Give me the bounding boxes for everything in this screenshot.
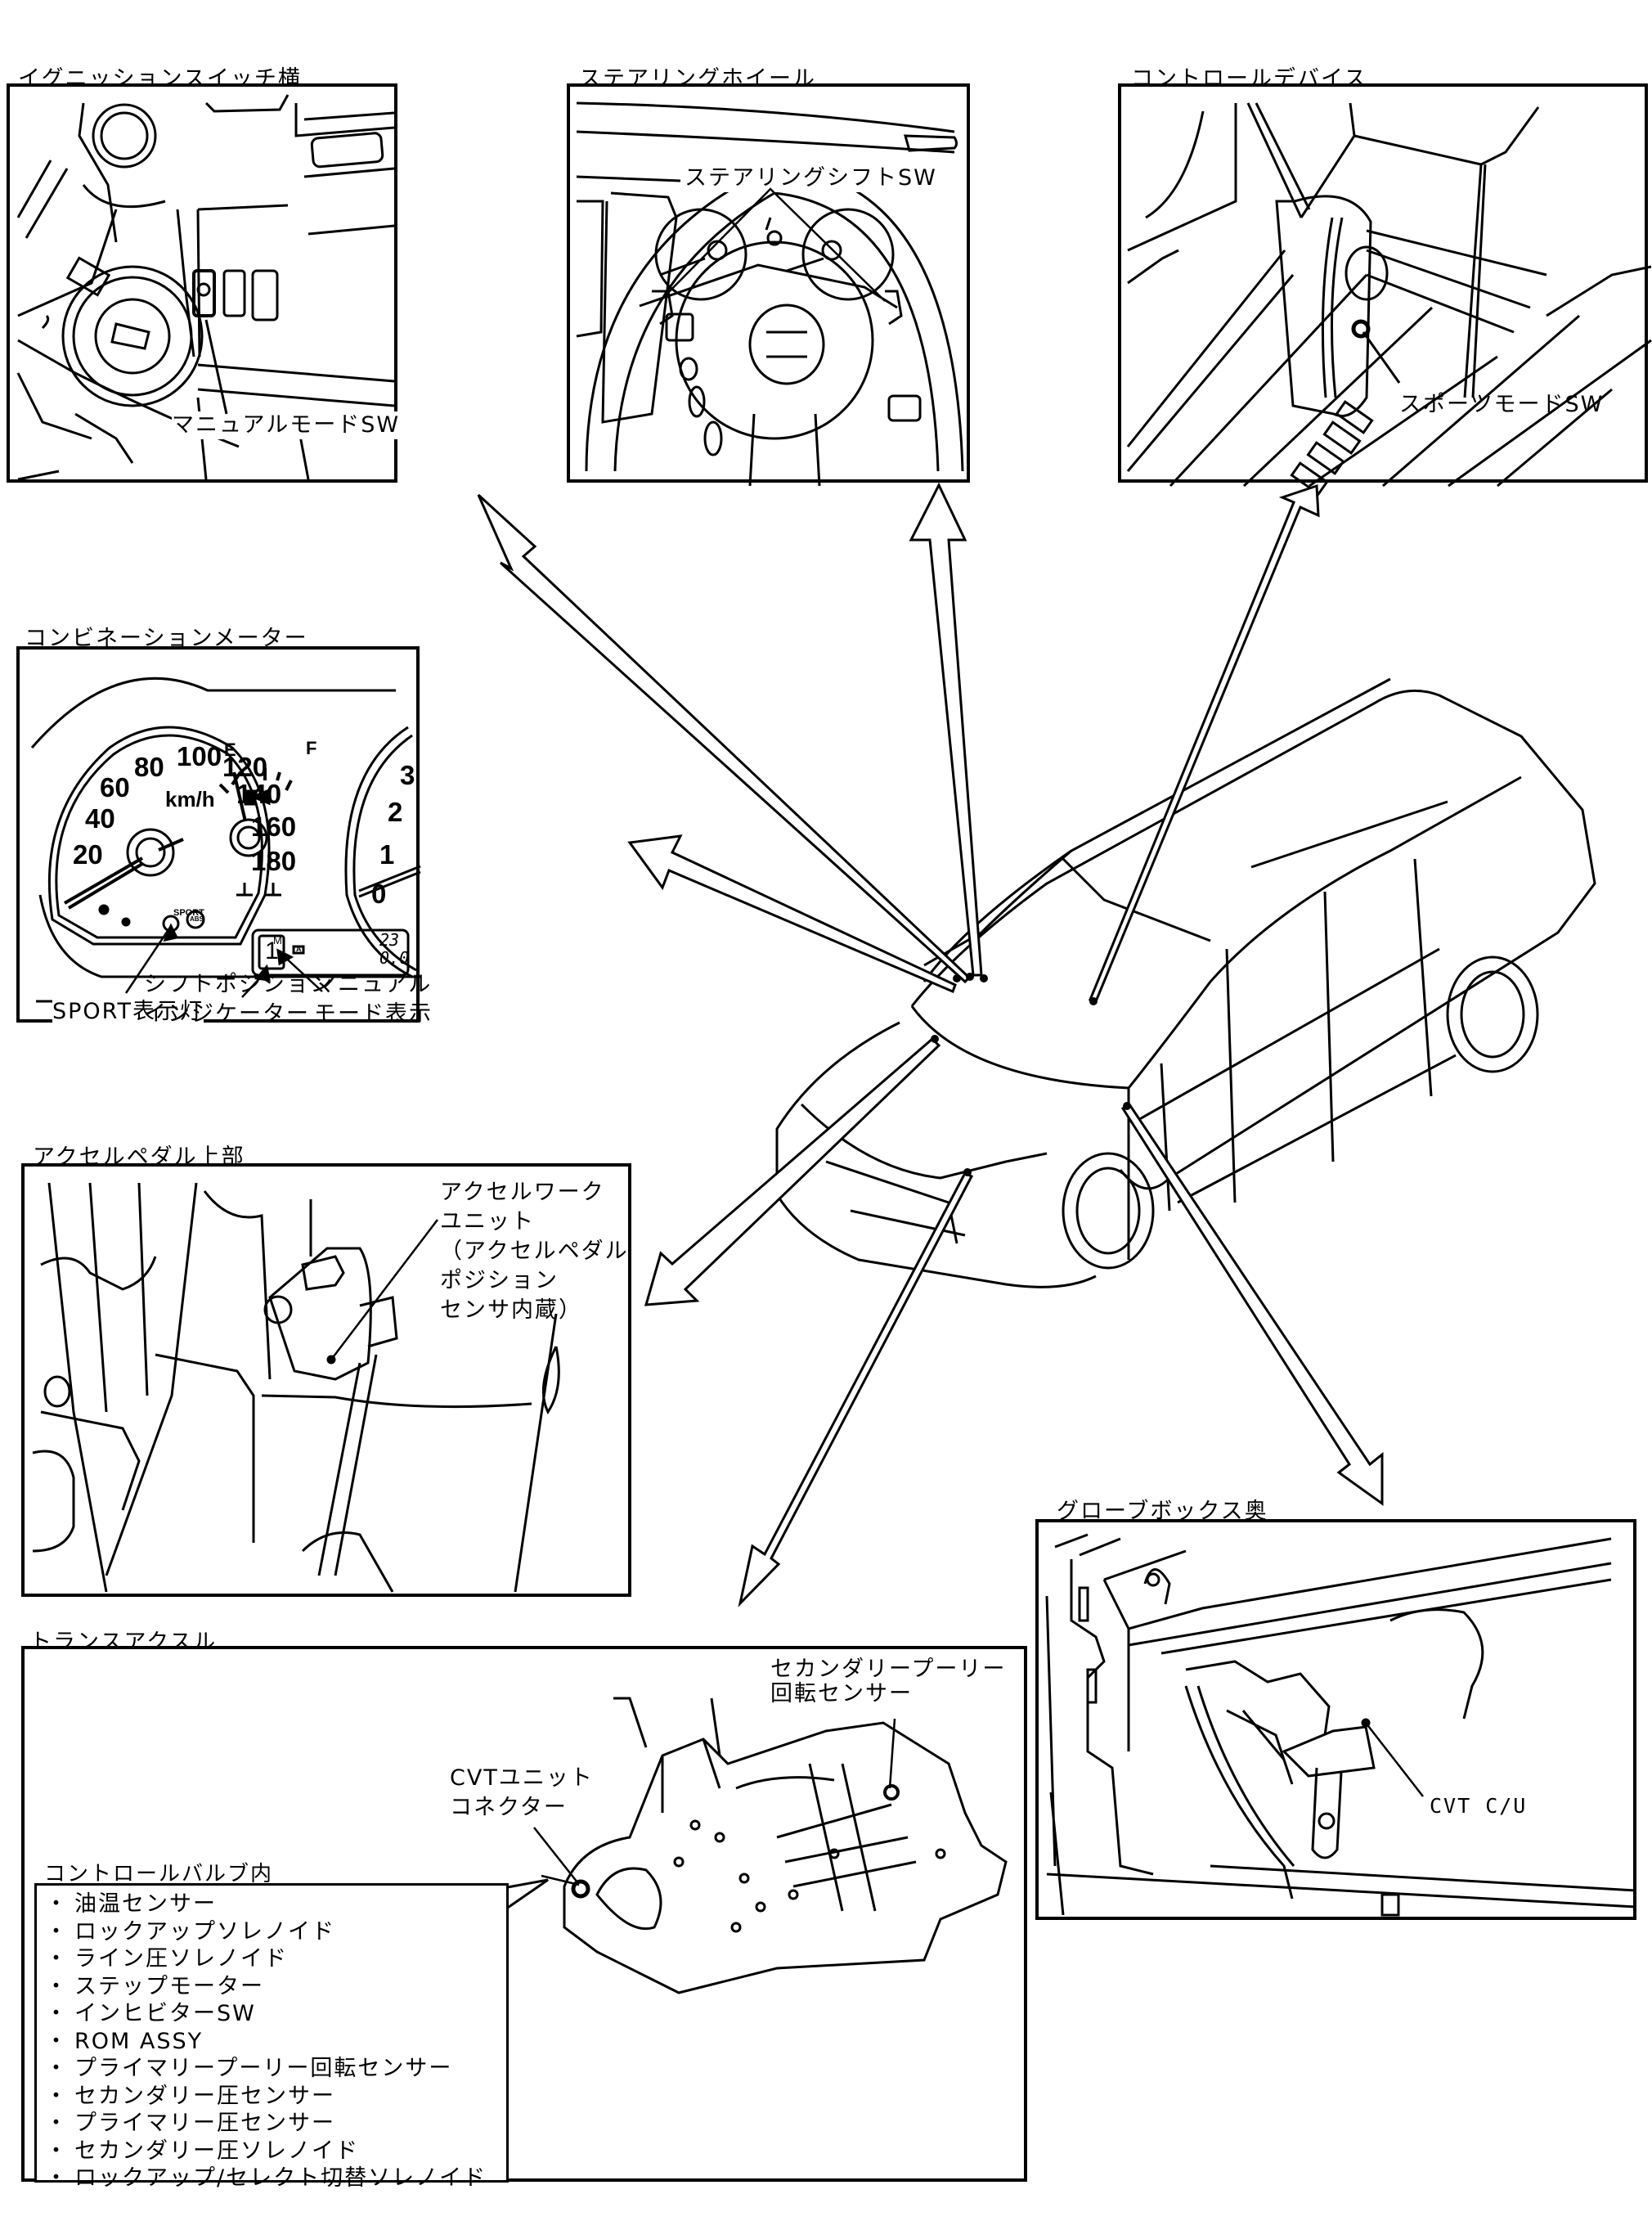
lcd-line-2: 0.0 [379, 948, 410, 968]
sport-lamp-label: SPORT表示灯 [52, 998, 204, 1026]
combination-meter-panel: 20 40 60 80 100 120 140 160 180 km/h E F… [16, 646, 431, 1027]
speed-tick-180: 180 [251, 846, 297, 876]
speed-tick-120: 120 [222, 752, 268, 782]
list-item: ・プライマリープーリー回転センサー [45, 2056, 453, 2081]
speed-tick-160: 160 [251, 812, 297, 842]
manual-mode-label-line-1: マニュアル [314, 972, 433, 997]
list-item: ・ロックアップ/セレクト切替ソレノイド [45, 2165, 487, 2191]
steering-shift-switch-label: ステアリングシフトSW [685, 164, 937, 192]
arrow-to-meter-panel [627, 834, 957, 993]
sensor-label-line-1: セカンダリープーリー [770, 1657, 1007, 1682]
list-item: ・ステップモーター [45, 1973, 264, 1999]
ignition-switch-panel: マニュアルモードSW [7, 83, 401, 483]
speed-tick-20: 20 [73, 839, 103, 870]
connector-label-line-2: コネクター [450, 1795, 568, 1820]
accel-pedal-panel: アクセルワーク ユニット （アクセルペダル ポジション センサ内蔵） [21, 1163, 631, 1597]
speed-tick-140: 140 [236, 779, 282, 809]
list-item: ・セカンダリー圧ソレノイド [45, 2138, 359, 2164]
manual-mode-display-label: マニュアル モード表示 [314, 970, 433, 1029]
vehicle-outline [775, 677, 1596, 1288]
list-item: ・油温センサー [45, 1891, 217, 1917]
list-item: ・ROM ASSY [45, 2028, 204, 2054]
control-valve-component-list: ・油温センサー ・ロックアップソレノイド ・ライン圧ソレノイド ・ステップモータ… [34, 1883, 509, 2191]
transaxle-illustration [502, 1697, 1008, 1994]
lcd-line-1: 23 [379, 930, 400, 950]
glove-box-illustration [1045, 1533, 1636, 1917]
transaxle-panel: CVTユニット コネクター セカンダリープーリー 回転センサー コントロールバル… [21, 1646, 1027, 2191]
manual-mode-switch-label: マニュアルモードSW [172, 411, 401, 439]
fuel-empty-label: E [224, 740, 236, 760]
accel-label-line-2: ユニット [440, 1209, 535, 1234]
tach-tick-1: 1 [379, 839, 395, 870]
arrow-to-glove-box-panel [1120, 1102, 1384, 1506]
manual-mode-switch-leader [204, 319, 228, 415]
steering-shift-switch-leaders [659, 187, 886, 302]
connector-label-line-1: CVTユニット [450, 1765, 594, 1791]
cvt-unit-connector-label: CVTユニット コネクター [450, 1764, 594, 1823]
accel-label-line-1: アクセルワーク [440, 1180, 605, 1205]
shift-position-label-line-2: インジケーター [144, 1001, 310, 1027]
tach-tick-0: 0 [371, 879, 387, 909]
speed-tick-100: 100 [177, 741, 222, 771]
secondary-pulley-speed-sensor-label: セカンダリープーリー 回転センサー [770, 1657, 1006, 1706]
lcd-auto-icon: A [296, 945, 302, 953]
control-device-illustration [1126, 102, 1652, 496]
lcd-manual-mode: M [273, 934, 282, 946]
fuel-full-label: F [306, 738, 317, 758]
arrow-to-ignition-panel [477, 493, 972, 984]
arrow-to-control-device-panel [1088, 483, 1320, 1003]
accel-pedal-illustration [32, 1182, 560, 1593]
sport-mode-switch-label: スポーツモードSW [1399, 392, 1605, 417]
speed-tick-80: 80 [134, 752, 164, 782]
arrow-to-accel-panel [644, 1036, 941, 1306]
list-item: ・ロックアップソレノイド [45, 1918, 335, 1945]
abs-warning-icon: ABS [190, 915, 204, 923]
accel-label-line-4: ポジション [440, 1268, 559, 1293]
list-item: ・ライン圧ソレノイド [45, 1946, 288, 1971]
accel-work-unit-label: アクセルワーク ユニット （アクセルペダル ポジション センサ内蔵） [440, 1178, 629, 1325]
list-item: ・セカンダリー圧センサー [45, 2083, 335, 2109]
location-points [931, 973, 1131, 1176]
lcd-readout: 23 0.0 [379, 931, 409, 967]
glove-box-panel: CVT C/U [1035, 1519, 1636, 1920]
shift-position-label-line-1: シフトポジション [144, 972, 334, 997]
manual-mode-label-line-2: モード表示 [314, 1001, 433, 1027]
ignition-switch-illustration [16, 94, 395, 481]
arrow-to-steering-panel [909, 482, 983, 977]
shift-position-indicator-label: シフトポジション インジケーター [144, 970, 334, 1029]
list-item: ・プライマリー圧センサー [45, 2111, 335, 2136]
accel-label-line-5: センサ内蔵） [440, 1297, 582, 1323]
sport-indicator: SPORT [173, 908, 204, 918]
combination-meter-illustration [30, 677, 421, 1003]
steering-wheel-panel: ステアリングシフトSW [567, 83, 970, 487]
tach-tick-3: 3 [400, 760, 415, 790]
lcd-gear-position: 1 [265, 937, 279, 964]
tach-tick-2: 2 [388, 797, 403, 827]
speed-tick-60: 60 [100, 772, 130, 803]
sensor-label-line-2: 回転センサー [770, 1681, 913, 1706]
arrow-to-transaxle-panel [738, 1171, 974, 1607]
cvt-control-unit-label: CVT C/U [1430, 1794, 1528, 1818]
accel-label-line-3: （アクセルペダル [440, 1239, 629, 1264]
list-item: ・インヒビターSW [45, 2001, 256, 2026]
control-device-panel: スポーツモードSW [1118, 83, 1652, 496]
speed-unit: km/h [165, 787, 215, 812]
sport-mode-switch-leader [1362, 331, 1401, 384]
control-valve-title: コントロールバルブ内 [44, 1862, 274, 1886]
speed-tick-40: 40 [85, 803, 115, 834]
